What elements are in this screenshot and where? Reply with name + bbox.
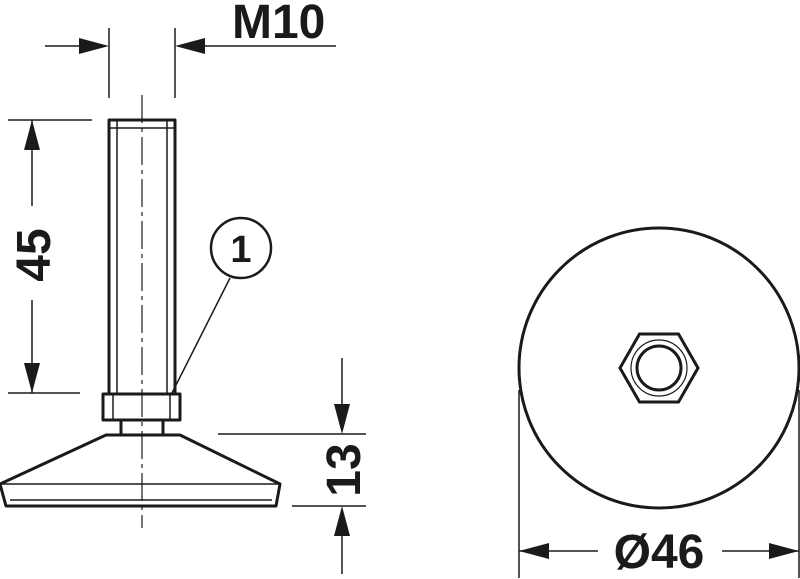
dimension-thread (45, 28, 336, 98)
base-height-dimension-label: 13 (318, 443, 371, 496)
side-view (0, 95, 282, 528)
base-foot (0, 433, 282, 508)
dimension-base-diameter (518, 390, 800, 578)
dimension-stem-length (8, 119, 92, 394)
callout-1 (171, 216, 273, 394)
hex-nut-top (618, 332, 700, 404)
base-outline (517, 226, 800, 510)
stem-thread-top (630, 339, 688, 397)
callout-leader (171, 277, 231, 394)
dimension-base-height (218, 358, 366, 574)
top-view (517, 226, 800, 510)
callout-1-label: 1 (230, 229, 251, 271)
base-diameter-dimension-label: Ø46 (614, 526, 705, 579)
thread-dimension-label: M10 (232, 0, 325, 49)
stem-top (635, 344, 683, 392)
stem-length-dimension-label: 45 (8, 228, 61, 281)
callout-circle (209, 216, 273, 280)
